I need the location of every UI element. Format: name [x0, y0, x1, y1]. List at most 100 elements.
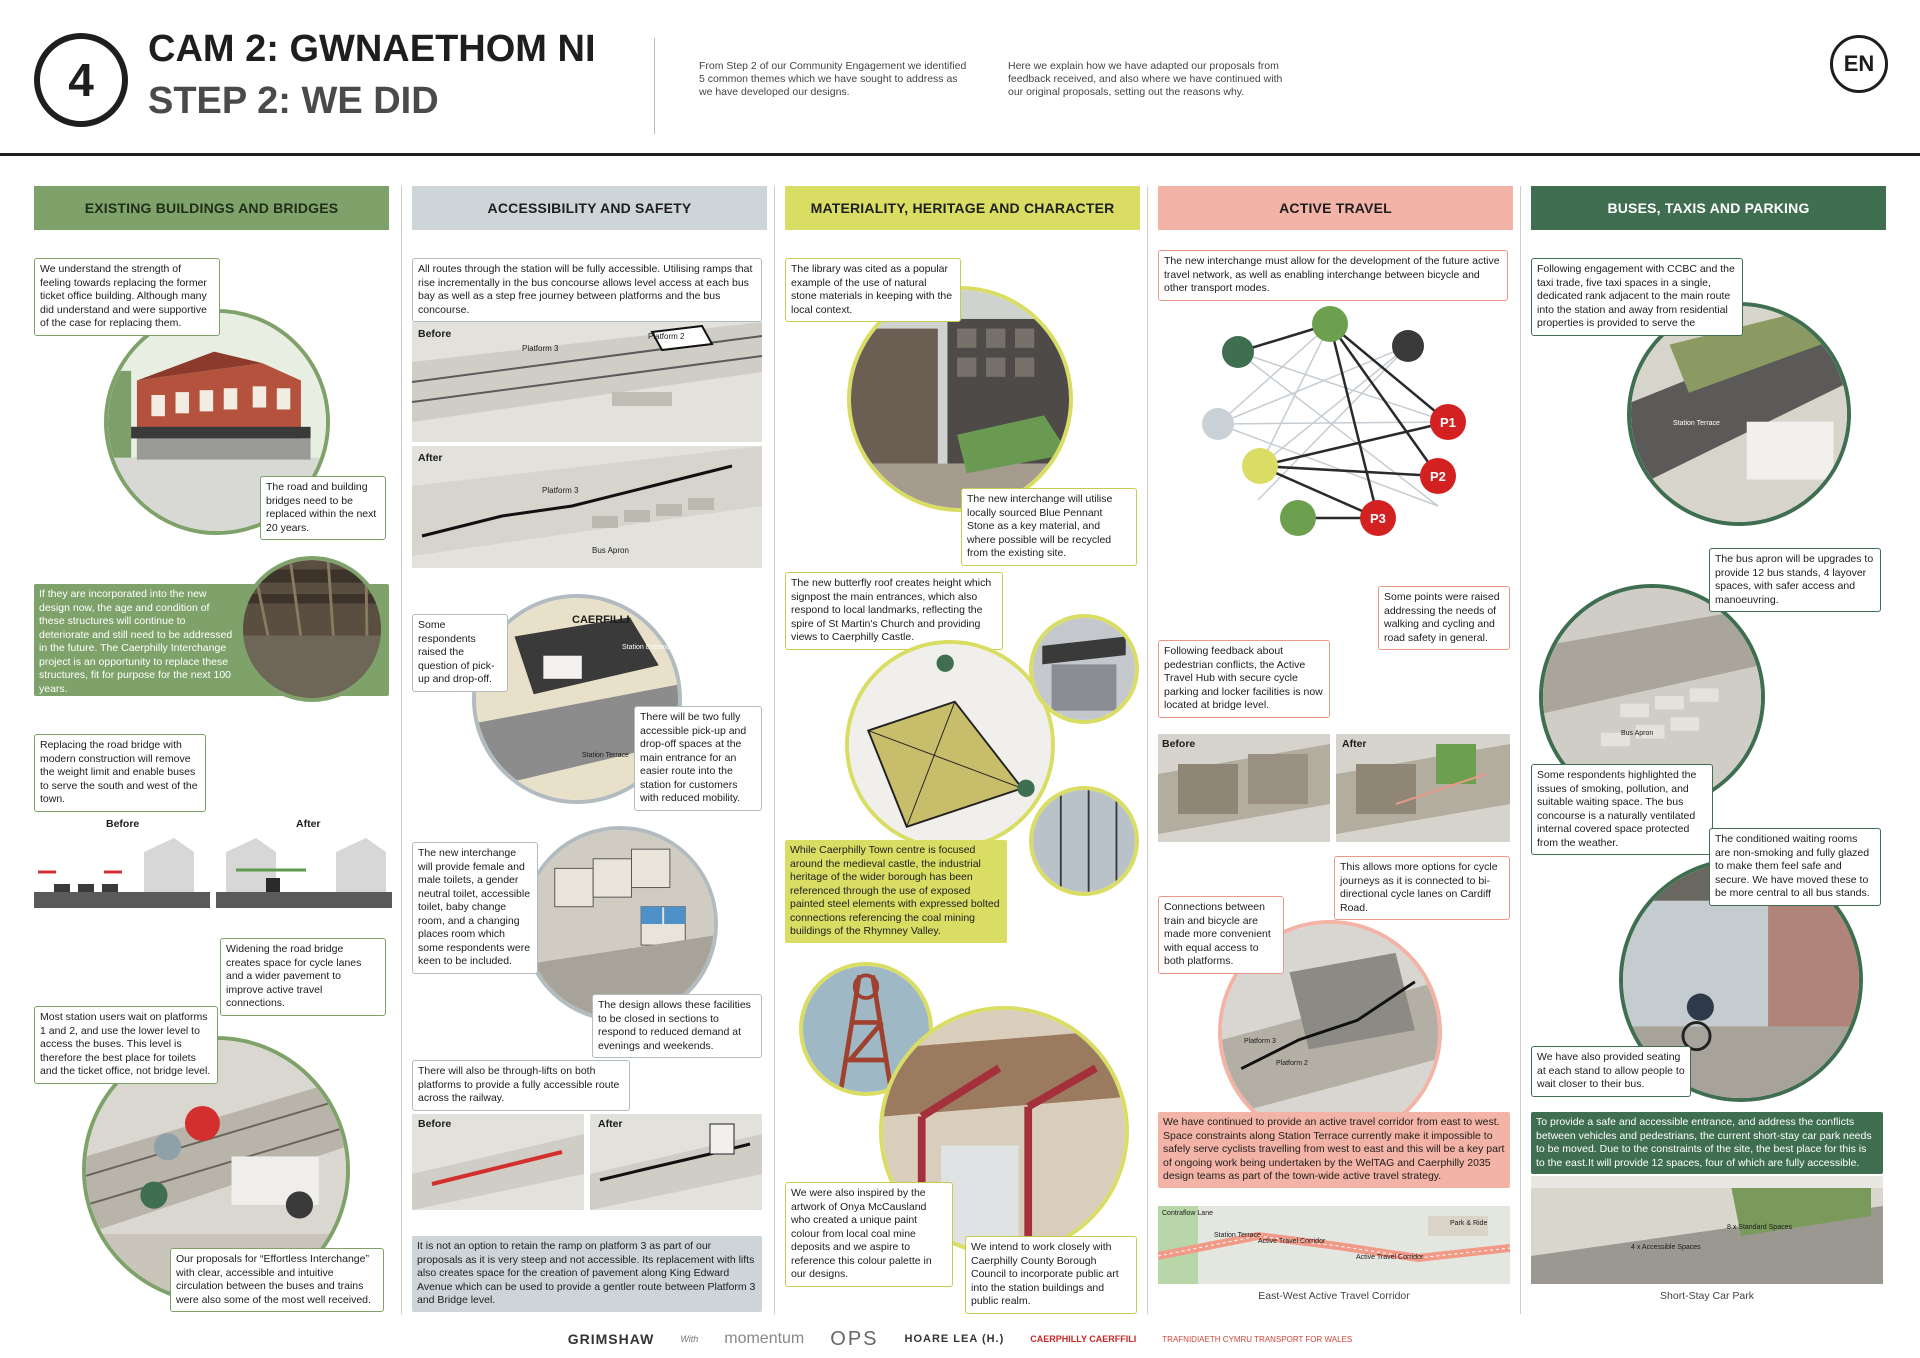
east-west-corridor-caption: East-West Active Travel Corridor [1258, 1290, 1410, 1302]
bicycle-icon [1312, 306, 1348, 342]
pick-up-drop-off-illustration [472, 594, 682, 804]
caerphilly-logo: CAERPHILLY CAERFFILI [1030, 1334, 1137, 1344]
material-note-public-art: We intend to work closely with Caerphill… [965, 1236, 1137, 1314]
active-note-train-bicycle: Connections between train and bicycle ar… [1158, 896, 1284, 974]
before-label: Before [418, 328, 452, 340]
parking-p2-icon [1420, 458, 1456, 494]
platform-2-label: Platform 2 [1276, 1060, 1308, 1067]
parking-p1-icon [1430, 404, 1466, 440]
column-divider [1147, 186, 1148, 1314]
entrance-photo [1029, 614, 1139, 724]
access-note-ramp-platform-3: It is not an option to retain the ramp o… [412, 1236, 762, 1312]
platform-3-label: Platform 3 [1244, 1038, 1276, 1045]
platform-3-label: Platform 3 [542, 486, 579, 495]
access-note-through-lifts: There will also be through-lifts on both… [412, 1060, 630, 1111]
active-travel-corridor-label: Active Travel Corridor [1356, 1254, 1424, 1261]
before-label: Before [418, 1118, 452, 1130]
page-title-welsh: CAM 2: GWNAETHOM NI [148, 28, 596, 70]
intro-text-2: Here we explain how we have adapted our … [1008, 60, 1283, 98]
library-stone-illustration [847, 286, 1073, 512]
parking-p3-icon [1360, 500, 1396, 536]
pedestrian-icon [1242, 448, 1278, 484]
bus-icon [1222, 336, 1254, 368]
bicycle-icon [1280, 500, 1316, 536]
concourse-after-plan [412, 446, 762, 568]
station-terrace-label: Station Terrace [1673, 420, 1720, 427]
column-materiality-heritage: MATERIALITY, HERITAGE AND CHARACTER The … [785, 186, 1140, 1314]
bus-note-conditioned-rooms: The conditioned waiting rooms are non-sm… [1709, 828, 1881, 906]
platform-3-label: Platform 3 [522, 344, 559, 353]
material-note-butterfly-roof: The new butterfly roof creates height wh… [785, 572, 1003, 650]
access-note-closed-sections: The design allows these facilities to be… [592, 994, 762, 1058]
travel-hub-after-illustration [1336, 734, 1510, 842]
column-buses-taxis-parking: BUSES, TAXIS AND PARKING Station Terrace… [1531, 186, 1886, 1314]
ops-logo: OPS [830, 1327, 879, 1350]
with-label: With [680, 1334, 699, 1344]
ramp-after-illustration [590, 1114, 762, 1210]
after-label: After [598, 1118, 623, 1130]
grimshaw-logo: GRIMSHAW [567, 1331, 655, 1347]
bus-apron-label: Bus Apron [1621, 730, 1654, 737]
bus-apron-label: Bus Apron [592, 546, 629, 555]
intro-text-1: From Step 2 of our Community Engagement … [699, 60, 967, 98]
station-terrace-label: Station Terrace [582, 752, 629, 759]
material-note-library: The library was cited as a popular examp… [785, 258, 961, 322]
active-note-travel-hub: Following feedback about pedestrian conf… [1158, 640, 1330, 718]
column-title: BUSES, TAXIS AND PARKING [1531, 186, 1886, 230]
bus-note-seating: We have also provided seating at each st… [1531, 1046, 1691, 1097]
butterfly-roof-plan [845, 640, 1055, 850]
column-active-travel: ACTIVE TRAVEL The new interchange must a… [1158, 186, 1513, 1314]
caerfilli-sign: CAERFILLI [572, 614, 630, 626]
active-note-east-west-corridor: We have continued to provide an active t… [1158, 1112, 1510, 1188]
p1-label: P1 [1440, 415, 1456, 430]
access-note-toilets: The new interchange will provide female … [412, 842, 538, 974]
p2-label: P2 [1430, 469, 1446, 484]
park-and-ride-label: Park & Ride [1450, 1220, 1488, 1227]
material-note-industrial-heritage: While Caerphilly Town centre is focused … [785, 840, 1007, 943]
station-entrance-label: Station Entrance [622, 644, 674, 651]
glazed-roof-photo [1029, 786, 1139, 896]
concourse-before-plan [412, 322, 762, 442]
short-stay-car-park-illustration [1531, 1176, 1883, 1284]
bus-note-taxi-rank: Following engagement with CCBC and the t… [1531, 258, 1743, 336]
hoare-lea-logo: HOARE LEA (H.) [904, 1333, 1005, 1345]
before-label: Before [1162, 738, 1196, 750]
bus-note-apron-upgrade: The bus apron will be upgrades to provid… [1709, 548, 1881, 612]
column-divider [774, 186, 775, 1314]
access-note-drop-off-spaces: There will be two fully accessible pick-… [634, 706, 762, 811]
bus-note-short-stay-car-park: To provide a safe and accessible entranc… [1531, 1112, 1883, 1174]
before-label: Before [106, 818, 140, 830]
step-number-badge: 4 [34, 33, 128, 127]
toilet-facilities-illustration [522, 826, 718, 1022]
colliery-headframe-photo [799, 962, 933, 1096]
page-title-english: STEP 2: WE DID [148, 80, 439, 122]
bus-note-waiting-space: Some respondents highlighted the issues … [1531, 764, 1713, 855]
taxi-rank-illustration [1627, 302, 1851, 526]
road-bridge-before-section [34, 832, 210, 908]
existing-note-platforms: Most station users wait on platforms 1 a… [34, 1006, 218, 1084]
travel-hub-before-illustration [1158, 734, 1330, 842]
partner-logos-footer: GRIMSHAW With momentum OPS HOARE LEA (H.… [0, 1320, 1920, 1358]
column-title: ACTIVE TRAVEL [1158, 186, 1513, 230]
page-header: 4 CAM 2: GWNAETHOM NI STEP 2: WE DID Fro… [0, 0, 1920, 156]
active-note-future-network: The new interchange must allow for the d… [1158, 250, 1508, 301]
language-badge[interactable]: EN [1830, 35, 1888, 93]
standard-spaces-label: 8 x Standard Spaces [1727, 1224, 1792, 1231]
existing-note-cycle-lanes: Widening the road bridge creates space f… [220, 938, 386, 1016]
ramp-before-illustration [412, 1114, 584, 1210]
bridge-structure-photo [239, 556, 385, 702]
road-bridge-after-section [216, 832, 392, 908]
p3-label: P3 [1370, 511, 1386, 526]
accessible-spaces-label: 4 x Accessible Spaces [1631, 1244, 1701, 1251]
car-icon [1202, 408, 1234, 440]
station-terrace-label: Station Terrace [1214, 1232, 1261, 1239]
material-note-onya-mccausland: We were also inspired by the artwork of … [785, 1182, 953, 1287]
column-title: MATERIALITY, HERITAGE AND CHARACTER [785, 186, 1140, 230]
after-label: After [1342, 738, 1367, 750]
existing-note-road-bridge: Replacing the road bridge with modern co… [34, 734, 206, 812]
column-title: ACCESSIBILITY AND SAFETY [412, 186, 767, 230]
existing-note-feeling: We understand the strength of feeling to… [34, 258, 220, 336]
header-divider [654, 38, 655, 134]
existing-note-replace-20-years: The road and building bridges need to be… [260, 476, 386, 540]
column-divider [1520, 186, 1521, 1314]
